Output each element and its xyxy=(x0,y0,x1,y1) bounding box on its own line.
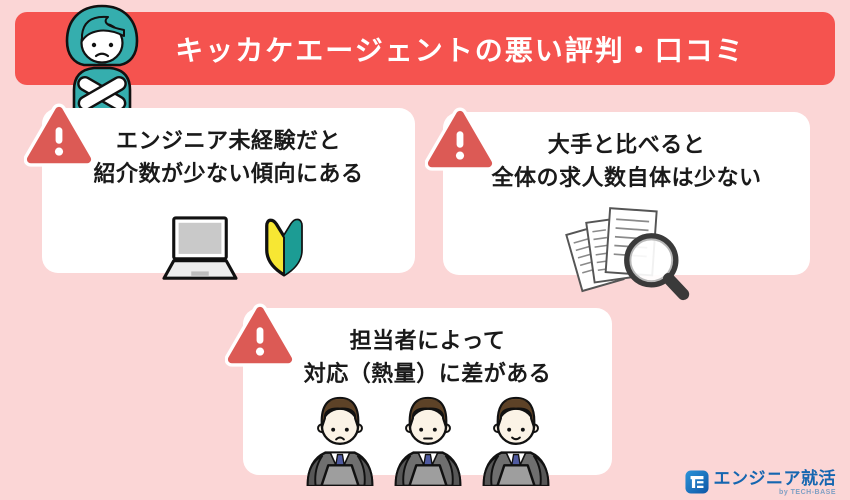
card-text: エンジニア未経験だと 紹介数が少ない傾向にある xyxy=(42,124,415,190)
card-line2: 全体の求人数自体は少ない xyxy=(491,165,762,190)
logo-byline: by TECH-BASE xyxy=(779,489,836,496)
businessman-neutral-icon xyxy=(394,396,461,486)
warning-icon xyxy=(24,102,94,172)
beginner-mark-icon xyxy=(264,218,303,277)
card-line2: 対応（熱量）に差がある xyxy=(303,361,552,386)
laptop-icon xyxy=(161,216,238,280)
mascot-character-icon xyxy=(65,4,139,116)
page-title: キッカケエージェントの悪い評判・口コミ xyxy=(175,34,745,66)
card-illustrations xyxy=(557,202,697,304)
logo-text: エンジニア就活 xyxy=(713,469,836,488)
card-line1: 担当者によって xyxy=(349,328,506,353)
card-line1: 大手と比べると xyxy=(547,132,706,157)
logo-text-block: エンジニア就活 by TECH-BASE xyxy=(713,469,837,497)
card-few-referrals: エンジニア未経験だと 紹介数が少ない傾向にある xyxy=(42,108,415,280)
card-rep-variance: 担当者によって 対応（熱量）に差がある xyxy=(243,308,612,486)
header-banner: キッカケエージェントの悪い評判・口コミ xyxy=(15,12,835,85)
tech-base-logo-icon xyxy=(684,470,709,494)
card-text: 担当者によって 対応（熱量）に差がある xyxy=(243,324,612,390)
card-line2: 紹介数が少ない傾向にある xyxy=(93,161,364,186)
warning-icon xyxy=(425,106,495,176)
card-illustrations xyxy=(299,388,557,486)
documents-magnifier-icon xyxy=(564,207,689,301)
warning-icon xyxy=(225,302,295,372)
card-illustrations xyxy=(151,208,307,286)
businessman-sad-icon xyxy=(306,396,373,486)
card-fewer-openings: 大手と比べると 全体の求人数自体は少ない xyxy=(443,112,810,301)
card-line1: エンジニア未経験だと xyxy=(115,128,341,153)
site-logo: エンジニア就活 by TECH-BASE xyxy=(684,469,837,497)
card-text: 大手と比べると 全体の求人数自体は少ない xyxy=(443,128,810,194)
businessman-happy-icon xyxy=(482,396,549,486)
